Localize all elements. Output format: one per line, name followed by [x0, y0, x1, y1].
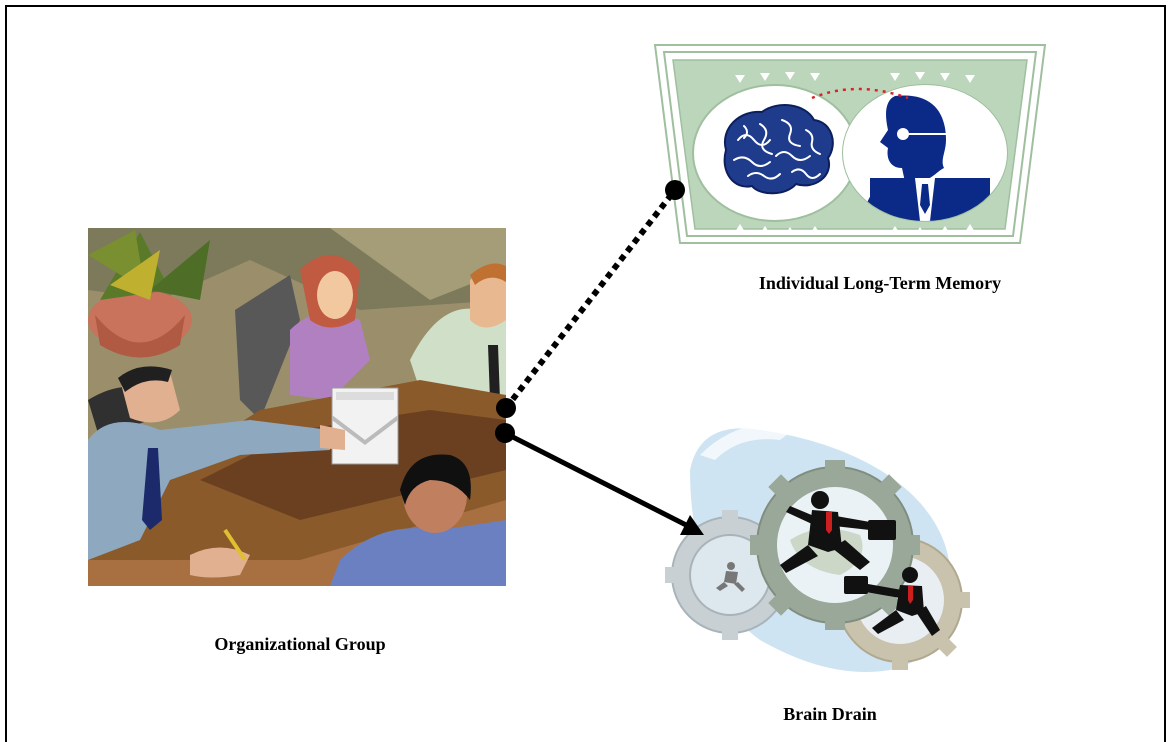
- diagram-frame: [5, 5, 1166, 742]
- memory-card: [653, 44, 1047, 244]
- brain-icon: [723, 104, 834, 195]
- connector-memory: [496, 180, 685, 418]
- running-businessmen-gears-clipart: [665, 423, 970, 672]
- memory-arc-connector: [811, 87, 909, 100]
- connector-endpoint-dot: [665, 180, 685, 200]
- arrowhead-icon: [680, 515, 704, 535]
- label-brain-drain: Brain Drain: [783, 704, 877, 724]
- connector-brain-drain: [495, 423, 704, 535]
- label-organizational-group: Organizational Group: [214, 634, 386, 654]
- connector-endpoint-dot: [495, 423, 515, 443]
- meeting-clipart: [88, 228, 506, 586]
- label-individual-long-term-memory: Individual Long-Term Memory: [758, 273, 1002, 293]
- connector-endpoint-dot: [496, 398, 516, 418]
- serration-decoration: [735, 72, 975, 235]
